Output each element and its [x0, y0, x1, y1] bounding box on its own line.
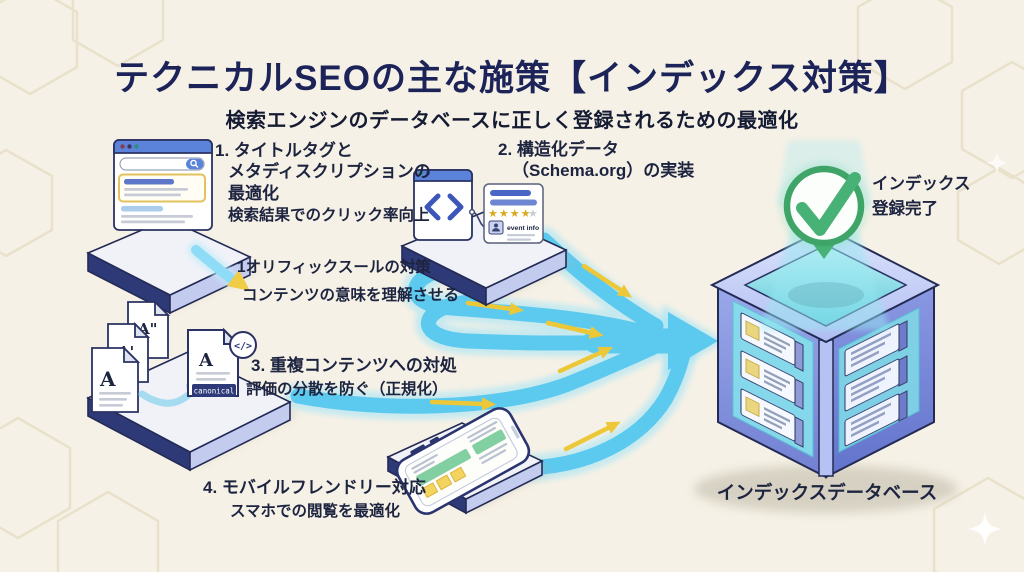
star-rating: ★★★★	[488, 207, 531, 220]
canonical-doc: A canonical	[187, 327, 241, 397]
step-2-label: 2. 構造化データ （Schema.org）の実装	[498, 140, 695, 181]
svg-text:</>: </>	[234, 341, 252, 352]
canonical-label: canonical	[194, 387, 235, 396]
duplicate-docs-illustration: A" A' A A	[86, 299, 298, 472]
serp-browser-illustration	[86, 139, 258, 315]
index-cards-right	[844, 320, 908, 447]
database-label: インデックスデータベース	[716, 482, 938, 503]
yellow-arrow	[581, 263, 633, 298]
duplicate-doc-front	[91, 345, 141, 413]
checkmark-icon	[779, 161, 869, 259]
person-icon	[492, 223, 500, 232]
smartphone	[395, 407, 531, 515]
yellow-arrow	[227, 270, 250, 291]
code-badge-icon: </>	[229, 331, 257, 359]
page-subtitle: 検索エンジンのデータベースに正しく登録されるための最適化	[225, 110, 799, 132]
step-4-label: 4. モバイルフレンドリー対応 スマホでの閲覧を最適化	[203, 478, 426, 521]
yellow-flow-arrows	[429, 263, 633, 452]
step-3-note: 評価の分散を防ぐ（正規化）	[246, 381, 448, 399]
star-empty: ★	[528, 207, 538, 220]
step-3-label: 3. 重複コンテンツへの対処 評価の分散を防ぐ（正規化）	[246, 356, 457, 399]
browser-window	[113, 139, 213, 231]
structured-data-illustration: ★★★★ ★ event info	[400, 169, 574, 307]
yellow-arrow	[563, 421, 621, 452]
code-brackets-icon	[424, 193, 464, 221]
yellow-arrow	[465, 300, 524, 316]
code-window	[413, 169, 473, 241]
event-info-badge: event info	[488, 220, 539, 235]
rich-snippet-card: ★★★★ ★ event info	[483, 183, 544, 244]
doc-letter: A	[198, 350, 214, 371]
search-input	[119, 157, 205, 171]
step-1-label: 1. タイトルタグと メタディスクリプションの 最適化 検索結果でのクリック率向…	[215, 141, 431, 225]
sparkle-icon	[968, 152, 1008, 546]
merge-arrowhead	[668, 312, 718, 370]
search-icon	[190, 159, 199, 168]
step1-down-arrow	[187, 241, 250, 291]
step-4-note: スマホでの閲覧を最適化	[230, 503, 401, 521]
svg-text:event info: event info	[507, 225, 539, 232]
front-edge	[818, 339, 834, 477]
yellow-arrow	[545, 320, 604, 339]
page-title: テクニカルSEOの主な施策【インデックス対策】	[114, 59, 910, 99]
yellow-arrow	[557, 346, 613, 374]
yellow-arrow	[429, 397, 496, 411]
mobile-phone-illustration	[386, 407, 550, 515]
step-1-note: 検索結果でのクリック率向上	[228, 207, 430, 225]
light-beam	[760, 214, 890, 330]
doc-letter: A	[99, 367, 116, 391]
flow-note: 1オリフィックスールの対策 コンテンツの意味を理解させる	[237, 259, 460, 304]
phone-speaker	[510, 425, 520, 439]
index-complete-label: インデックス 登録完了	[872, 175, 971, 218]
index-database-illustration	[694, 140, 958, 513]
